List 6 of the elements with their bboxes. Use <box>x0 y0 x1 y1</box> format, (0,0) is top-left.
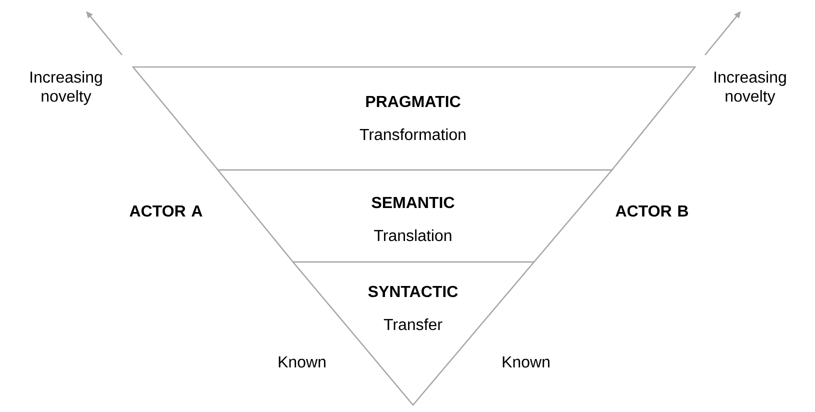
label-text: Increasing novelty <box>714 71 786 105</box>
actor-label: ACTOR A <box>130 205 202 217</box>
label-text: Increasing novelty <box>30 71 102 105</box>
node-label: SYNTACTIC <box>368 286 458 298</box>
actor-label: ACTOR B <box>616 205 688 217</box>
node-label: Transfer <box>384 318 442 330</box>
